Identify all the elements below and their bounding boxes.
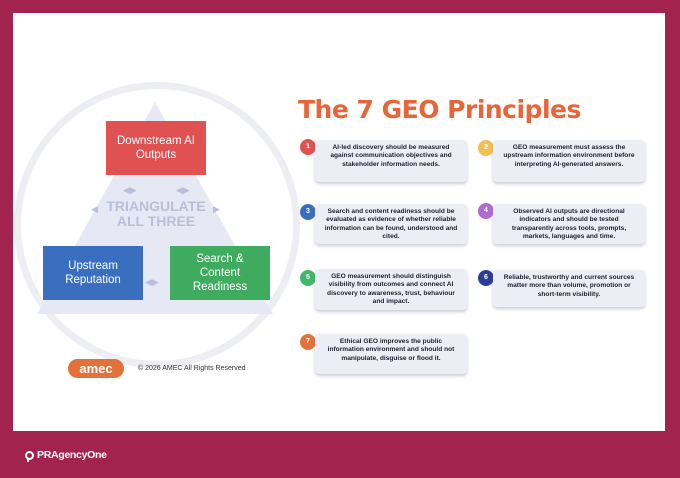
principle-6-number-badge: 6 (478, 270, 494, 286)
copyright-text: © 2026 AMEC All Rights Reserved (138, 365, 246, 372)
footer-logo-text: PRAgencyOne (37, 449, 107, 461)
principle-7-box: Ethical GEO improves the public informat… (315, 334, 467, 374)
triangulate-label-line2: ALL THREE (116, 213, 196, 229)
footer-logo: PRAgencyOne (25, 448, 107, 462)
principle-2-box: GEO measurement must assess the upstream… (493, 140, 645, 182)
search-content-readiness-box: Search & Content Readiness (170, 246, 270, 300)
triangulate-label: TRIANGULATE ALL THREE (80, 199, 232, 229)
pr-agency-one-logo-icon (25, 450, 34, 462)
principle-7-number-badge: 7 (300, 334, 316, 350)
amec-logo: amec (68, 359, 124, 378)
principle-2-number-badge: 2 (478, 140, 494, 156)
principle-1-number-badge: 1 (300, 139, 316, 155)
arrow-left-up-icon: ◀▶ (123, 186, 137, 196)
principle-4-box: Observed AI outputs are directional indi… (493, 204, 645, 244)
arrow-right-up-icon: ◀▶ (176, 186, 190, 196)
principle-3-number-badge: 3 (300, 204, 316, 220)
arrow-left-icon: ◀ (91, 205, 98, 215)
background-circle (14, 82, 300, 368)
principle-5-number-badge: 5 (300, 270, 316, 286)
principle-1-box: AI-led discovery should be measured agai… (315, 140, 467, 182)
principle-6-box: Reliable, trustworthy and current source… (493, 270, 645, 307)
upstream-reputation-box: Upstream Reputation (43, 246, 143, 300)
principle-4-number-badge: 4 (478, 203, 494, 219)
principles-title: The 7 GEO Principles (298, 95, 581, 124)
arrow-bottom-icon: ◀▶ (145, 278, 159, 288)
principle-3-box: Search and content readiness should be e… (315, 204, 467, 244)
triangulate-label-line1: TRIANGULATE (106, 198, 206, 214)
principle-5-box: GEO measurement should distinguish visib… (315, 269, 467, 310)
arrow-right-icon: ▶ (213, 205, 220, 215)
downstream-ai-outputs-box: Downstream AI Outputs (106, 121, 206, 175)
